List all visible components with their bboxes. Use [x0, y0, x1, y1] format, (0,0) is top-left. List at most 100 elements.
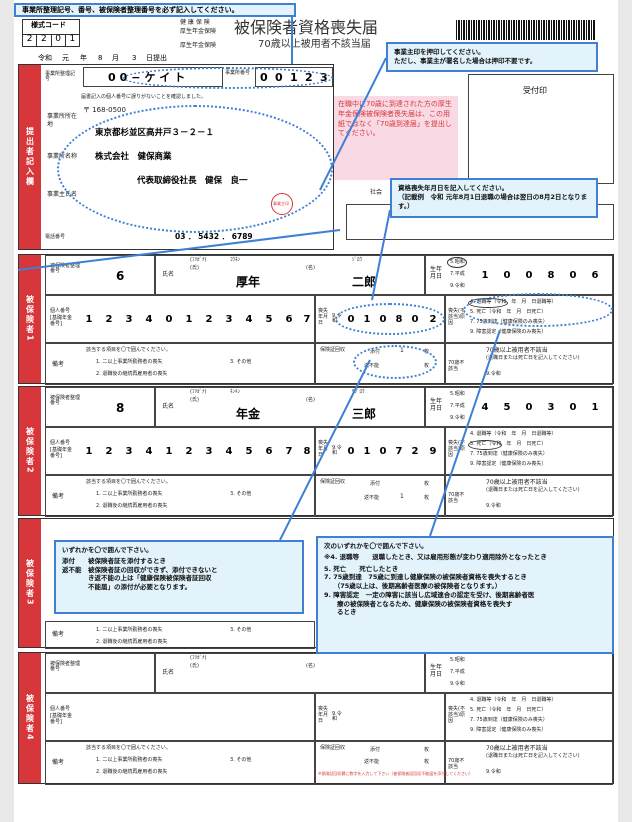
personal-number-digit: 2 — [205, 314, 213, 325]
submit-month: 8 — [98, 54, 103, 62]
birth-label: 生年月日 — [430, 664, 443, 679]
personal-number-digit: 4 — [245, 314, 253, 325]
birth-cell: 生年月日 5.昭和 7.平成 9.令和 4 5 0 3 0 1 — [425, 387, 613, 427]
card-label: 保険証回収 — [320, 347, 346, 353]
remarks-hint: 該当する項目を〇で囲んでください。 — [86, 745, 171, 751]
family-name: 厚年 — [236, 275, 261, 289]
over70-label: 70歳不該当 — [448, 758, 465, 770]
era-heisei: 7.平成 — [450, 669, 465, 675]
personal-number-digit: 3 — [205, 446, 213, 457]
pink-note: 在職中に70歳に到達された方の厚生年金保険被保険者喪失届は、この用紙ではなく「7… — [334, 96, 458, 180]
cannot-return-count: 1 — [400, 493, 404, 500]
personal-number-cell: 個人番号 [基礎年金番号] 1 2 3 4 0 1 2 3 4 5 6 7 — [45, 295, 315, 343]
furigana-family: ｺｳﾈﾝ — [230, 257, 241, 263]
furigana-given: ｻﾌﾞﾛｳ — [352, 389, 365, 395]
insured-number-label: 被保険者整理番号 — [50, 263, 81, 274]
family-label: (氏) — [190, 265, 199, 271]
birth-digit: 0 — [503, 270, 511, 281]
name-label: 氏名 — [162, 669, 175, 676]
name-cell: 氏名 (ﾌﾘｶﾞﾅ) ｺｳﾈﾝ ｼﾞﾛｳ (氏) (名) 厚年 二郎 — [155, 255, 425, 295]
stamp-callout: 事業主印を押印してください。 ただし、事業主が署名した場合は押印不要です。 — [386, 42, 598, 72]
name-cell: 氏名 (ﾌﾘｶﾞﾅ) ﾈﾝｷﾝ ｻﾌﾞﾛｳ (氏) (名) 年金 三郎 — [155, 387, 425, 427]
attach-callout-title: いずれかを〇で囲んで下さい。 — [62, 546, 153, 554]
submitter-section: 提出者記入欄 事業所整理記号 00−ケイト 事業所番号 0 0 1 2 3 届書… — [18, 64, 334, 250]
personal-number-digit: 4 — [145, 446, 153, 457]
footer-note: ※保険証回収欄に数字を入力して下さい（被保険者証回収不能届を添付してください） — [318, 771, 473, 776]
submitter-label: 提出者記入欄 — [19, 65, 41, 249]
reason-option: 4. 退職等（令和 年 月 日退職等） — [470, 697, 557, 703]
section-number: 1 — [25, 335, 35, 343]
birth-digit: 0 — [569, 270, 577, 281]
reason-callout-line: （75歳以上は、後期高齢者医療の被保険者となります。） — [324, 582, 502, 591]
submit-date: 令和 元 年 8 月 3 日提出 — [38, 55, 238, 65]
era-heisei: 7.平成 — [450, 271, 465, 277]
style-code-digit: 0 — [52, 35, 66, 47]
reason-label: 喪失(不該当)原因 — [448, 440, 465, 458]
era-circle — [447, 257, 467, 268]
style-code-digits: 2 2 0 1 — [23, 34, 79, 47]
birth-digit: 8 — [547, 270, 555, 281]
over70-cell: 70歳不該当 70歳以上被用者不該当 (退職日または死亡日を記入してください) … — [445, 741, 613, 785]
reason-callout-line: るとき — [324, 608, 357, 617]
personal-number-digit: 4 — [145, 314, 153, 325]
sheet-unit: 枚 — [424, 495, 430, 501]
insured-number-cell: 被保険者整理番号 — [45, 653, 155, 693]
reason-circle — [468, 440, 502, 450]
over70-checkbox-label: 70歳以上被用者不該当 — [486, 745, 548, 752]
remarks-label: 備考 — [52, 759, 65, 766]
given-label: (名) — [306, 397, 315, 403]
remarks-cell: 備考 該当する項目を〇で囲んでください。 1. 二以上事業所勤務者の喪失 3. … — [45, 343, 315, 385]
cannot-return-label: 返不能 — [364, 495, 380, 501]
personal-number-digit: 6 — [265, 446, 273, 457]
era-showa: 5.昭和 — [450, 391, 465, 397]
submit-day: 3 — [132, 54, 137, 62]
personal-number-digit: 1 — [185, 314, 193, 325]
birth-digit: 1 — [481, 270, 489, 281]
remarks-hint: 該当する項目を〇で囲んでください。 — [86, 479, 171, 485]
loss-digit: 7 — [395, 446, 403, 457]
personal-number-label: 個人番号 [基礎年金番号] — [50, 440, 72, 459]
reason-option: 9. 障害認定（健康保険のみ喪失） — [470, 727, 547, 733]
card-label: 保険証回収 — [320, 745, 346, 751]
remarks-cell: 備考 該当する項目を〇で囲んでください。 1. 二以上事業所勤務者の喪失 3. … — [45, 741, 315, 785]
owner-label: 事業主氏名 — [47, 191, 78, 198]
family-name: 年金 — [236, 407, 261, 421]
card-label: 保険証回収 — [320, 479, 346, 485]
loss-date-label: 喪失年月日 — [318, 308, 329, 326]
submit-year-unit: 年 — [80, 54, 87, 62]
birth-digit: 0 — [525, 270, 533, 281]
furigana-family: ﾈﾝｷﾝ — [230, 389, 241, 395]
postal-code: 〒 168-0500 — [83, 106, 126, 114]
remarks-option: 2. 退職後の継続再雇用者の喪失 — [96, 639, 168, 645]
connector-line — [279, 359, 371, 541]
reason-callout-line: 7. 75歳到達 75歳に到達し健康保険の被保険者資格を喪失するとき — [324, 573, 527, 582]
personal-number-digit: 6 — [285, 314, 293, 325]
top-instruction-text: 事業所整理記号、番号、被保険者整理番号を必ず記入してください。 — [22, 6, 239, 14]
over70-cell: 70歳不該当 70歳以上被用者不該当 (退職日または死亡日を記入してください) … — [445, 475, 613, 517]
reason-label: 喪失(不該当)原因 — [448, 308, 465, 326]
over70-era: 9.令和 — [486, 503, 501, 509]
phone-label: 電話番号 — [45, 234, 66, 240]
era-reiwa: 9.令和 — [450, 415, 465, 421]
personal-number-digit: 2 — [105, 314, 113, 325]
remarks-option: 3. その他 — [230, 757, 252, 763]
personal-number-digit: 8 — [303, 446, 311, 457]
style-code-digit: 2 — [23, 35, 38, 47]
office-code-label: 事業所整理記号 — [45, 71, 76, 82]
remarks-option: 1. 二以上事業所勤務者の喪失 — [96, 627, 163, 633]
era-showa: 5.昭和 — [450, 657, 465, 663]
reason-option: 9. 障害認定（健康保険のみ喪失） — [470, 329, 547, 335]
connector-line — [429, 329, 501, 537]
connector-line — [319, 57, 387, 191]
submit-day-unit: 日提出 — [146, 54, 167, 62]
remarks-label: 備考 — [52, 631, 65, 638]
era-reiwa: 9.令和 — [450, 283, 465, 289]
attach-label: 添付 — [370, 481, 381, 487]
over70-era: 9.令和 — [486, 371, 501, 377]
personal-number-digit: 2 — [105, 446, 113, 457]
connector-line — [371, 209, 391, 301]
remarks-option: 2. 退職後の継続再雇用者の喪失 — [96, 769, 168, 775]
